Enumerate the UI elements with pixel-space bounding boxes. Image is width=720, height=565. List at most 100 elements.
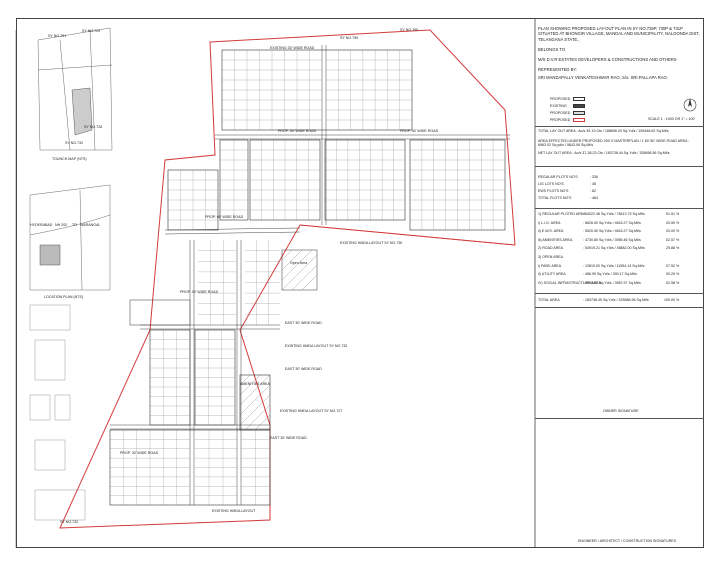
tounch-map — [37, 27, 113, 151]
breakdown-pct: 07.52 % — [666, 263, 680, 268]
belongs-to-label: BELONGS TO — [538, 47, 566, 52]
breakdown-pct: 03.59 % — [666, 220, 680, 225]
breakdown-value: : 6626.00 Sq.Yd/s / 4615.27 Sq.Mt/s — [583, 220, 641, 225]
affected-area: AREA EFFECTED UNDER PROPOSED 200 0' MAST… — [538, 139, 690, 148]
label-sy-bottom-left: SY NO.732 — [60, 520, 79, 524]
breakdown-pct: 51.51 % — [666, 212, 680, 216]
open-area-2 — [129, 299, 191, 326]
divider-6 — [535, 418, 704, 419]
breakdown-label: i) PARK AREA — [538, 263, 562, 268]
net-layout-area: NET LAY OUT AREA : Ac/s 37-38.23 Cts / 1… — [538, 151, 670, 155]
detail-drawings — [29, 304, 86, 521]
plot-grid — [110, 50, 505, 505]
breakdown-label: ii) E.W.S. AREA — [538, 229, 564, 234]
breakdown-label: 2) ROAD AREA — [538, 246, 564, 251]
owner-signature-label: OWNER SIGNATURE — [603, 409, 639, 413]
breakdown-pct: 29.88 % — [666, 246, 680, 251]
representative-name: SRI MANDAPALLY VENKATESHWAR RAO, S/o. SR… — [538, 75, 668, 80]
label-amenities: AMENITIES AREA — [240, 382, 270, 386]
breakdown-label: 3) OPEN AREA — [538, 255, 563, 259]
legend-swatch-4 — [573, 118, 585, 122]
breakdown-label: 1) REGULAR PLOTED AREA — [538, 212, 586, 216]
breakdown-pct: 02.57 % — [666, 237, 680, 242]
owner-name: M/S D.V.R ESTATES DEVELOPERS & CONSTRUCT… — [538, 57, 677, 62]
label-existing-layout-732: EXISTING HMDA LAYOUT SY NO.732 — [285, 344, 348, 348]
label-east-30-road-a: EAST 30' WIDE ROAD — [285, 321, 322, 325]
scale-label: SCALE 1 : 1000 OR 1" = 100' — [648, 117, 696, 121]
sy-label-c: SY NO.728 — [84, 125, 103, 129]
divider-5 — [535, 307, 704, 308]
breakdown-value: : 466.99 Sq.Yd/s / 390.17 Sq.Mt/s — [583, 272, 637, 277]
breakdown-value: : 13819.00 Sq.Yd/s / 11554.14 Sq.Mt/s — [583, 263, 645, 268]
plots-label: REGULAR PLOTS NO'S — [538, 175, 578, 179]
represented-by-label: REPRESENTED BY: — [538, 67, 578, 72]
sy-label-b: SY NO.729 — [82, 29, 101, 33]
location-plan — [29, 184, 111, 291]
plots-value: : 464 — [590, 196, 598, 200]
legend-swatch-1 — [573, 97, 585, 101]
hyderabad-label: HYDERABAD — [30, 223, 53, 227]
label-east-30-road-c: EAST 30' WIDE ROAD — [270, 436, 307, 440]
plots-value: : 82 — [590, 189, 596, 193]
total-layout-area: TOTAL LAY OUT AREA : Ac/s 39-19 Cts / 18… — [538, 129, 669, 133]
sy-label-a: SY NO.761 — [48, 34, 67, 38]
divider-1 — [535, 126, 704, 127]
legend-label-3: PROPOSED — [550, 111, 571, 115]
legend-label-2: EXISTING — [550, 104, 567, 108]
legend-label-4: PROPOSED — [550, 118, 571, 122]
breakdown-pct: 03.00 % — [666, 229, 680, 234]
nh-label: NH 202 — [55, 223, 68, 227]
plots-value: : 336 — [590, 175, 598, 179]
label-east-30-road-b: EAST 30' WIDE ROAD — [285, 367, 322, 371]
label-prop-60-road: PROP. 60' WIDE ROAD — [205, 215, 244, 219]
divider-2 — [535, 166, 704, 167]
drawing-sheet — [16, 18, 704, 548]
label-existing-layout-bottom: EXISTING HMDA LAYOUT — [212, 509, 256, 513]
breakdown-value: : 54919.21 Sq.Yd/s / 45882.00 Sq.Mt/s — [583, 246, 645, 251]
total-area-pct: 100.00 % — [664, 298, 680, 302]
open-area-1 — [281, 249, 318, 291]
sy-label-d: SY NO.732 — [65, 141, 84, 145]
engineer-signature-label: ENGINEER / ARCHITECT / CONSTRUCTION SIGN… — [578, 539, 677, 543]
location-plan-label: LOCATION PLAN (NTS) — [44, 295, 84, 299]
divider-4 — [535, 293, 704, 294]
warangal-label: WARANGAL — [80, 223, 101, 227]
label-prop-40-road: PROP. 40' WIDE ROAD — [400, 129, 439, 133]
breakdown-pct: 00.25 % — [666, 272, 680, 277]
plots-label: TOTAL PLOTS NO'S — [538, 196, 572, 200]
total-area-label: TOTAL AREA — [538, 298, 560, 302]
breakdown-label: IV) SOCIAL INFRASTRUCTURE AREA — [538, 280, 602, 285]
label-sy-top-right: SY NO.760 — [400, 28, 419, 32]
breakdown-value: : 94022.46 Sq.Yd/s / 78413.79 Sq.Mt/s — [583, 212, 645, 216]
label-sy-top: SY NO.759 — [340, 36, 359, 40]
north-arrow-icon — [683, 98, 697, 112]
breakdown-label: i) L.I.G. AREA — [538, 220, 561, 225]
roads — [110, 45, 510, 505]
east-boundary — [299, 224, 516, 246]
legend-label-1: PROPOSED — [550, 97, 571, 101]
breakdown-value: : 5520.50 Sq.Yd/s / 4615.27 Sq.Mt/s — [583, 229, 641, 234]
tounch-map-label: TOUNCH MAP (NTS) — [52, 157, 87, 161]
label-prop-30-road-c: PROP. 30' WIDE ROAD — [120, 451, 159, 455]
label-existing-layout-727: EXISTING HMDA LAYOUT SY NO.727 — [280, 409, 343, 413]
title-text: PLAN SHOWING PROPOSED LAY-OUT PLAN IN SY… — [538, 26, 700, 42]
plots-label: EWS PLOTS NO'S — [538, 189, 569, 193]
breakdown-label: iii) AMENITIES AREA — [538, 237, 573, 242]
label-prop-30-road-a: PROP. 30' WIDE ROAD — [278, 129, 317, 133]
breakdown-value: : 4749.22 Sq.Yd/s / 3967.57 Sq.Mt/s — [583, 280, 641, 285]
to-label: TO — [72, 223, 77, 227]
breakdown-value: : 4730.80 Sq.Yd/s / 3955.46 Sq.Mt/s — [583, 237, 641, 242]
breakdown-label: ii) UTILITY AREA — [538, 272, 566, 277]
label-existing-30-road: EXISTING 30' WIDE ROAD — [270, 46, 315, 50]
legend-swatch-2 — [573, 104, 585, 108]
total-area-value: : 183738.45 Sq.Yd/s / 153586.96 Sq.Mt/s — [583, 298, 649, 302]
plots-value: : 46 — [590, 182, 596, 186]
hatch-amenities — [239, 374, 271, 431]
breakdown-pct: 02.58 % — [666, 280, 680, 285]
label-prop-30-road-b: PROP. 30' WIDE ROAD — [180, 290, 219, 294]
label-open-area: Open Area — [290, 261, 308, 265]
plots-label: LIG LOTS NO'S — [538, 182, 564, 186]
label-existing-layout-730: EXISTING HMDA LAYOUT SY NO.730 — [340, 241, 403, 245]
legend-swatch-3 — [573, 111, 585, 115]
